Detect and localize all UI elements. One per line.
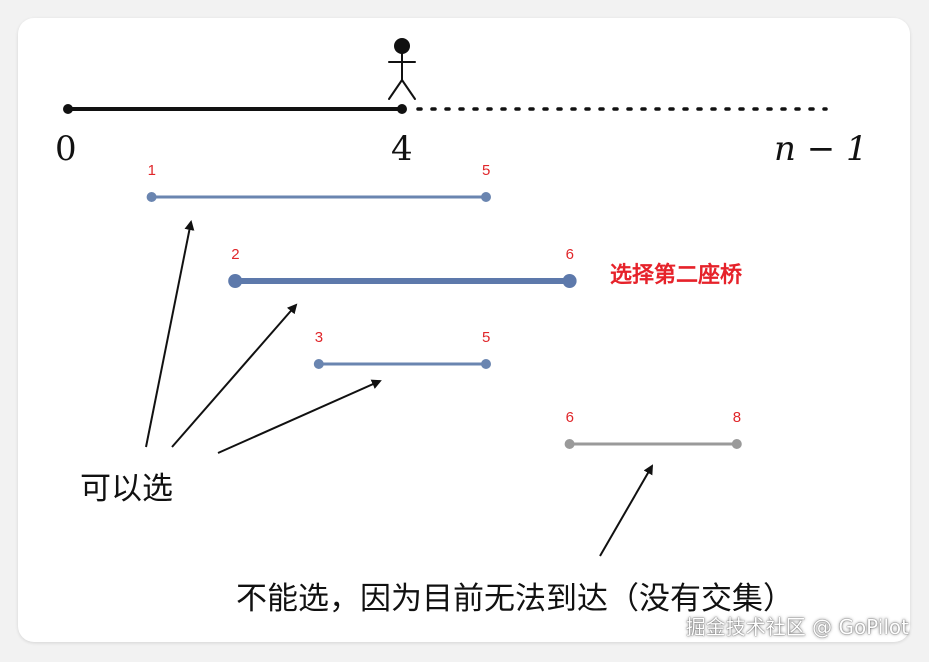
bridge-1-end-point (481, 192, 491, 202)
selected-bridge-note: 选择第二座桥 (610, 263, 743, 288)
bridge-2-start-point (228, 274, 243, 288)
bridge-4-start-point (564, 439, 575, 449)
arrow-to-bridge-4 (599, 464, 654, 557)
stick-figure-icon (388, 38, 416, 100)
diagram-card (18, 18, 910, 642)
axis-label-start: 0 (55, 129, 77, 169)
bridge-1-start-point (146, 192, 157, 202)
cannot-choose-note: 不能选，因为目前无法到达（没有交集） (236, 581, 794, 617)
arrow-to-bridge-1 (145, 220, 195, 448)
bridge-2-end-label: 6 (565, 246, 574, 263)
axis-label-end: n − 1 (774, 129, 868, 169)
bridge-1-end-label: 5 (482, 162, 491, 179)
current-point (397, 104, 407, 114)
arrow-to-bridge-3 (217, 379, 382, 454)
can-choose-note: 可以选 (80, 471, 173, 507)
bridge-2-end-point (562, 274, 577, 288)
bridge-3-end-point (481, 359, 491, 369)
bridge-3-start-point (313, 359, 324, 369)
axis-label-current: 4 (391, 129, 413, 169)
bridge-2-start-label: 2 (231, 246, 240, 263)
bridge-1-start-label: 1 (147, 162, 156, 179)
bridge-3-start-label: 3 (314, 329, 324, 346)
start-point (63, 104, 73, 114)
bridge-4-end-point (731, 439, 742, 449)
bridge-3-end-label: 5 (482, 329, 491, 346)
bridge-4-start-label: 6 (565, 409, 574, 426)
arrow-to-bridge-2 (171, 303, 298, 448)
bridge-4-end-label: 8 (732, 409, 742, 426)
bridge-layer (146, 192, 742, 449)
watermark: 掘金技术社区 @ GoPilot (685, 615, 909, 639)
